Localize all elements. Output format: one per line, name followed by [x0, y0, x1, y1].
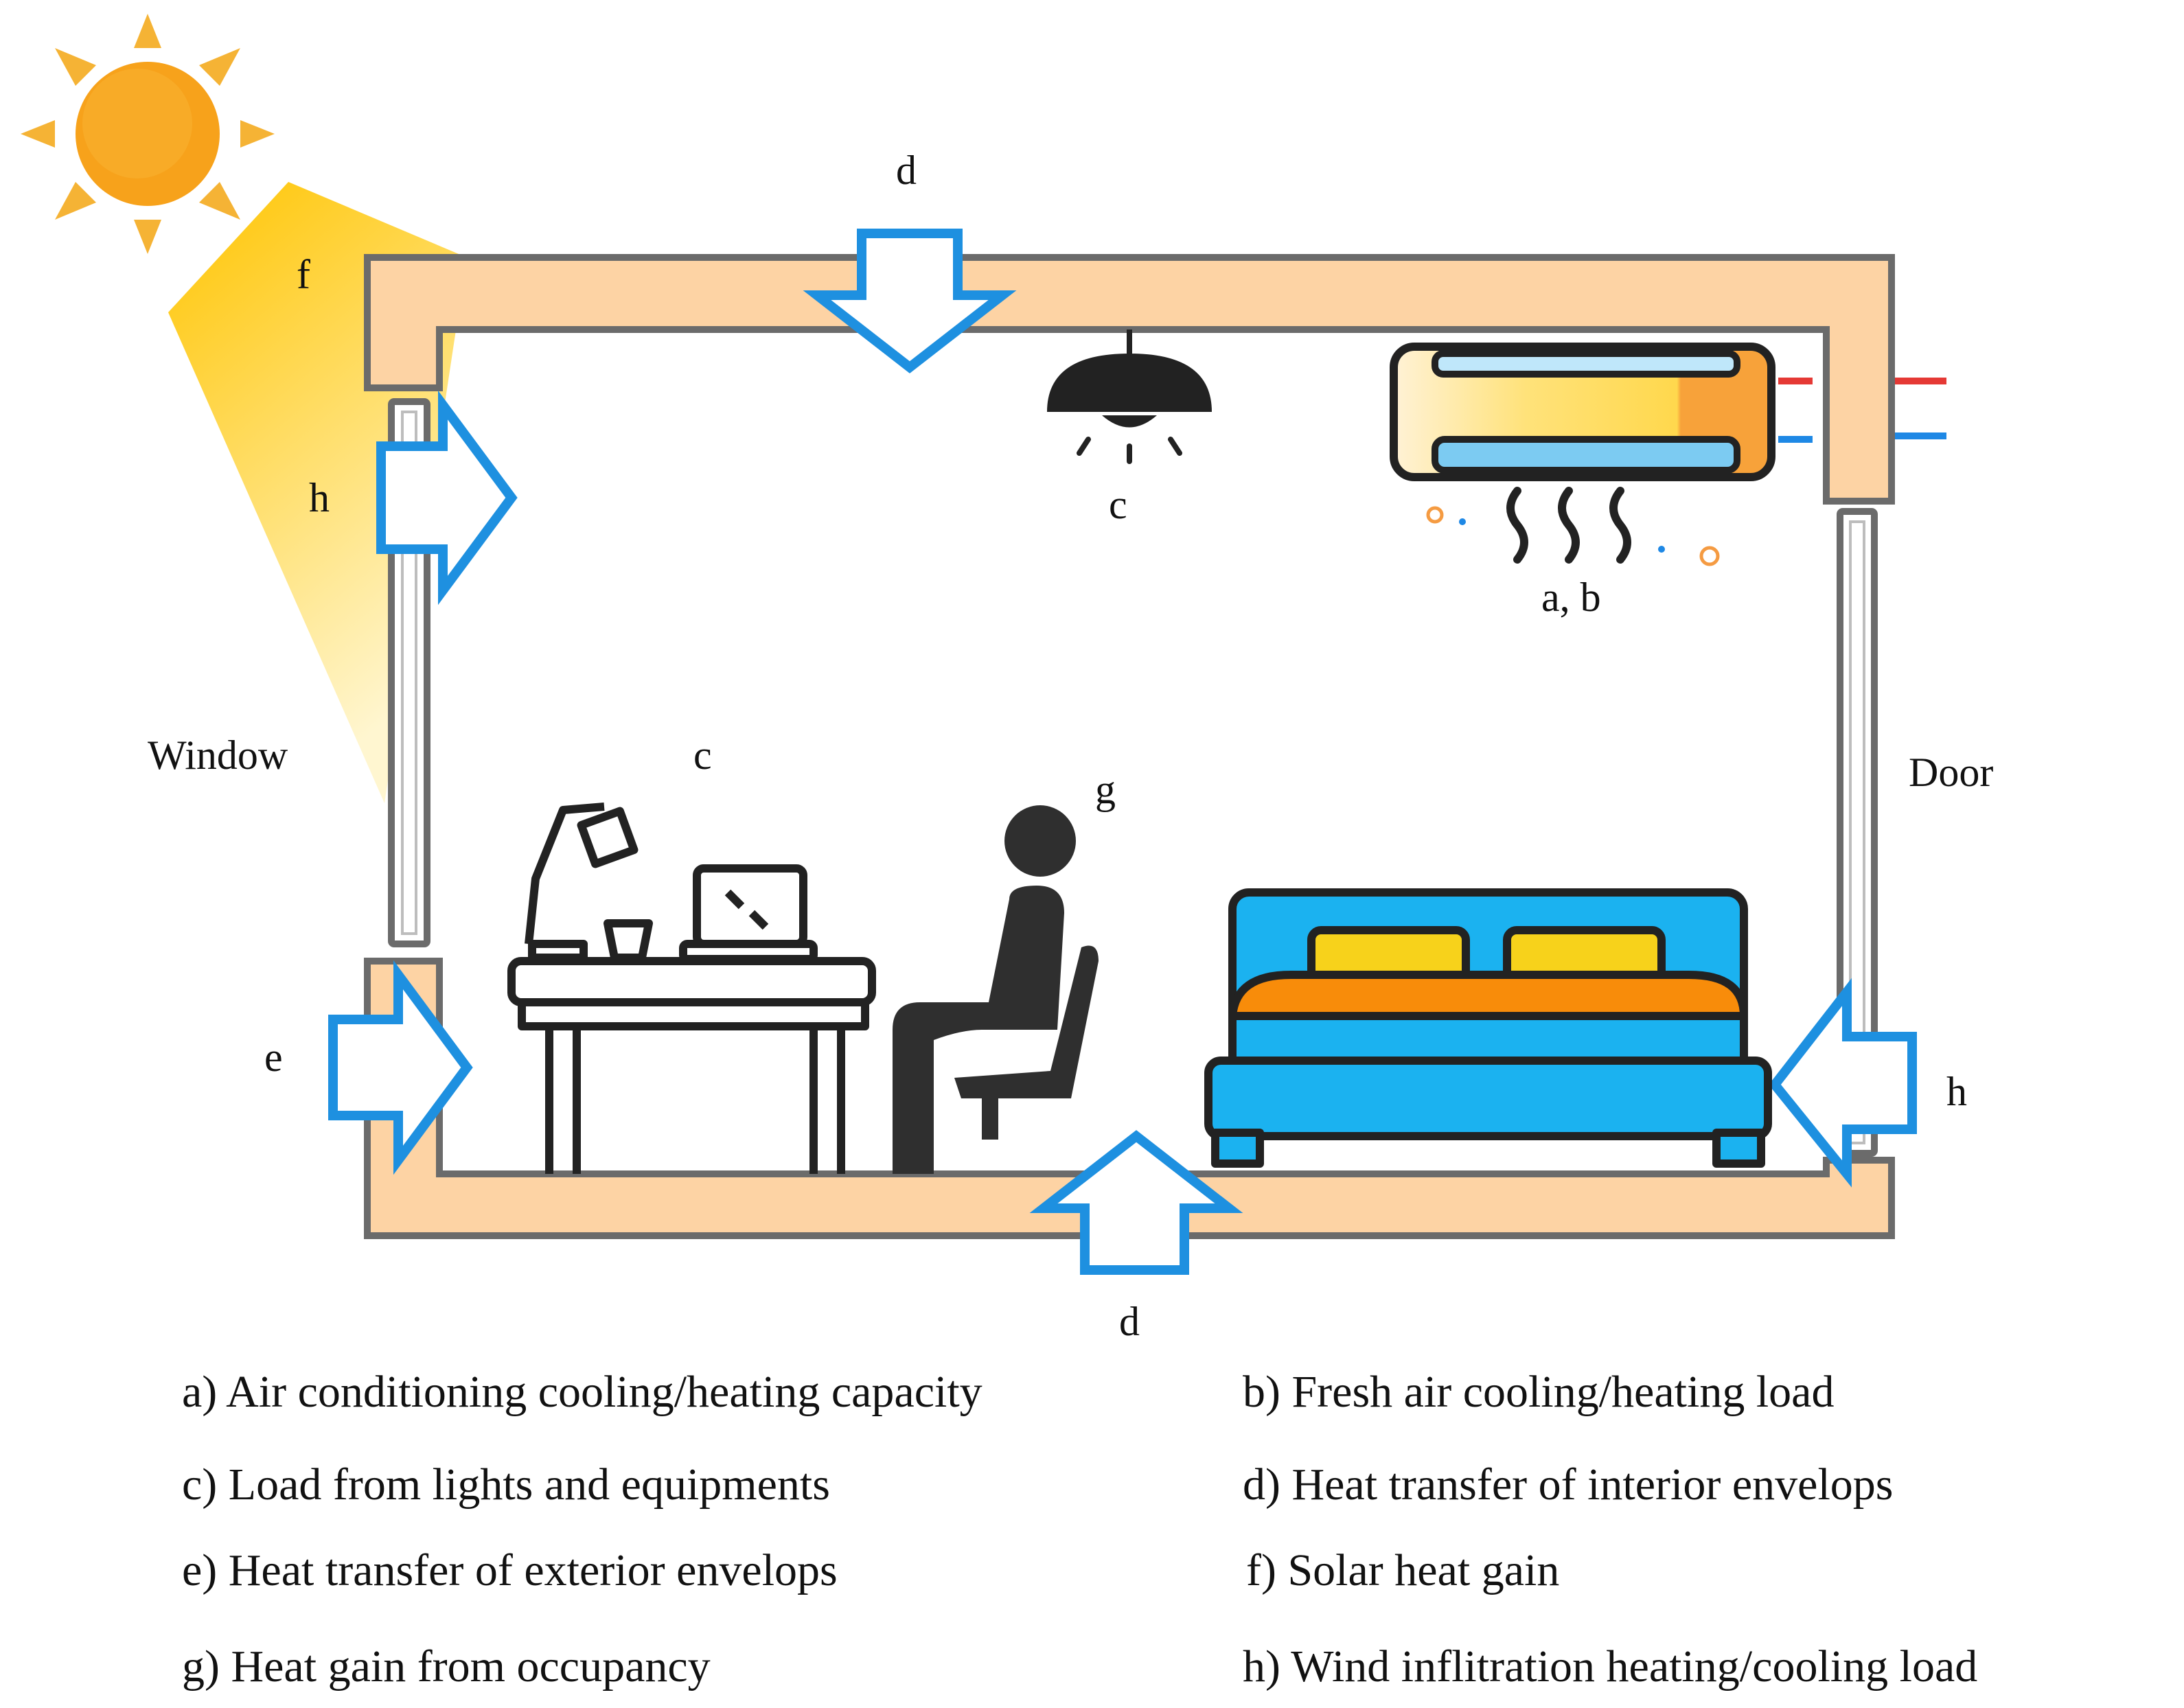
- arrow-d-top: [803, 229, 1017, 373]
- air-conditioner-icon: [1390, 343, 1946, 566]
- label-c-light: c: [1109, 482, 1127, 527]
- legend-item-a: a) Air conditioning cooling/heating capa…: [182, 1367, 982, 1417]
- legend-item-h: h) Wind inflitration heating/cooling loa…: [1243, 1641, 1978, 1692]
- arrow-d-bottom: [1029, 1130, 1243, 1275]
- label-ab-ac: a, b: [1541, 575, 1601, 620]
- legend-item-f: f) Solar heat gain: [1246, 1545, 1560, 1595]
- legend-item-c: c) Load from lights and equipments: [182, 1459, 830, 1510]
- sun-icon: [21, 14, 275, 254]
- legend-item-g: g) Heat gain from occupancy: [182, 1641, 711, 1692]
- label-d-bottom: d: [1119, 1299, 1140, 1344]
- occupant-icon: [893, 805, 1099, 1174]
- label-door: Door: [1909, 750, 1994, 795]
- ceiling-lamp-icon: [1047, 330, 1212, 464]
- arrow-e-exterior: [328, 960, 473, 1175]
- label-d-top: d: [896, 148, 917, 193]
- desk-equipment-icon: [507, 803, 876, 1174]
- label-c-desk: c: [693, 732, 712, 778]
- bed-icon: [1204, 888, 1772, 1168]
- label-g-occupant: g: [1095, 767, 1116, 812]
- arrow-h-window: [376, 390, 518, 605]
- legend-item-b: b) Fresh air cooling/heating load: [1243, 1367, 1835, 1417]
- label-h-door: h: [1946, 1069, 1967, 1114]
- legend-item-e: e) Heat transfer of exterior envelops: [182, 1545, 838, 1595]
- label-window: Window: [148, 732, 288, 778]
- label-h-window: h: [309, 475, 330, 520]
- legend-item-d: d) Heat transfer of interior envelops: [1243, 1459, 1894, 1510]
- arrow-h-door: [1769, 978, 1917, 1188]
- label-f-solar: f: [297, 252, 310, 297]
- label-e-exterior: e: [264, 1035, 283, 1080]
